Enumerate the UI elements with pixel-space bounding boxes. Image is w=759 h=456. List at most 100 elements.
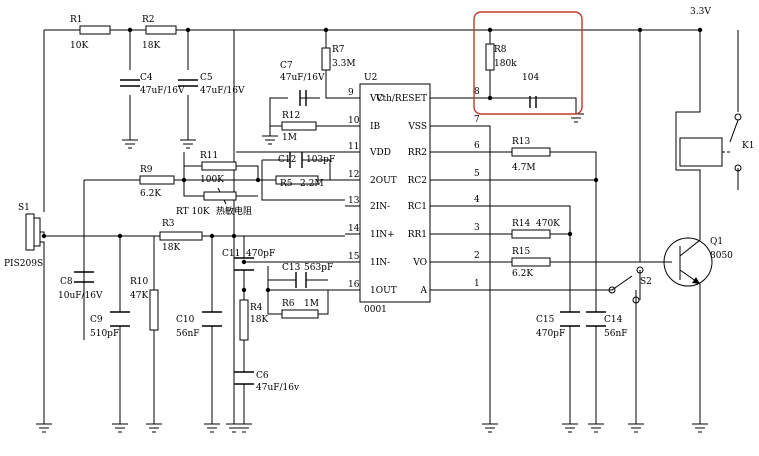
ic-pin-number-right: 6 [474, 141, 480, 151]
q1-ref: Q1 [710, 237, 723, 247]
k1-ref: K1 [742, 141, 754, 151]
ground-symbol [588, 420, 604, 433]
ic-pin-name-right: RC2 [408, 176, 427, 186]
r6-val: 1M [304, 299, 319, 309]
ic-pin-name-right: Vth/RESET [375, 94, 427, 104]
ground-symbol [36, 420, 52, 433]
resistor-r8 [485, 43, 495, 71]
r2-ref: R2 [142, 15, 155, 25]
ic-pin-name-left: 1OUT [370, 286, 397, 296]
r13-ref: R13 [512, 137, 531, 147]
c14-ref: C14 [604, 315, 623, 325]
r10-val: 47K [130, 291, 148, 301]
r4-ref: R4 [250, 303, 263, 313]
r3-val: 18K [162, 243, 180, 253]
s1-part: PIS209S [4, 259, 43, 269]
ic-pin-number-right: 8 [474, 87, 480, 97]
ground-symbol [180, 136, 196, 149]
ic-pin-name-left: 2OUT [370, 176, 397, 186]
pir-sensor [25, 213, 45, 420]
s2-ref: S2 [640, 277, 652, 287]
c14-val: 56nF [604, 329, 628, 339]
r9-val: 6.2K [140, 189, 161, 199]
ic-pin-name-left: IB [370, 122, 381, 132]
ic-pin-number-right: 3 [474, 223, 480, 233]
wires [43, 29, 739, 420]
c12-val: 103pF [306, 155, 335, 165]
ground-symbol [146, 420, 162, 433]
ic-pin-name-right: RR1 [408, 230, 427, 240]
ic-pin-number-left: 16 [348, 280, 360, 290]
r2-val: 18K [142, 41, 160, 51]
ground-symbol [568, 110, 584, 123]
r12-val: 1M [282, 133, 297, 143]
c4-val: 47uF/16V [140, 86, 185, 96]
r7-ref: R7 [332, 45, 345, 55]
c5-val: 47uF/16V [200, 86, 245, 96]
junctions [41, 27, 703, 293]
ic-u2-body [359, 83, 431, 303]
ic-pin-number-right: 1 [474, 279, 480, 289]
c13-ref: C13 [282, 263, 301, 273]
ic-pin-number-left: 14 [348, 224, 360, 234]
labels: 3.3V R1 10K R2 18K C4 47uF/16V C5 47uF/1… [4, 7, 754, 393]
r11-ref: R11 [200, 151, 218, 161]
c4-ref: C4 [140, 73, 153, 83]
r15-val: 6.2K [512, 269, 533, 279]
ic-pin-number-left: 13 [348, 196, 360, 206]
ground-symbol [628, 420, 644, 433]
ground-symbol [122, 136, 138, 149]
ground-symbol [236, 420, 252, 433]
ic-pin-number-right: 7 [474, 115, 480, 125]
c7-val: 47uF/16V [280, 73, 325, 83]
r7-val: 3.3M [332, 59, 356, 69]
resistor-bodies [79, 25, 551, 341]
highlight-box [473, 11, 583, 115]
ground-symbol [204, 420, 220, 433]
ic-pin-name-right: RR2 [408, 148, 427, 158]
c11-val: 470pF [246, 249, 275, 259]
c12-ref: C12 [278, 155, 296, 165]
ic-pin-name-left: 1IN+ [370, 230, 395, 240]
r12-ref: R12 [282, 111, 300, 121]
switch-s2 [608, 266, 644, 304]
ic-pin-number-right: 2 [474, 251, 480, 261]
ic-pin-name-left: VDD [369, 148, 391, 158]
c10-val: 56nF [176, 329, 200, 339]
c6-val: 47uF/16v [256, 383, 300, 393]
r11-val: 100K [200, 175, 224, 185]
resistor-r4 [239, 299, 249, 341]
ic-pin-number-right: 5 [474, 169, 480, 179]
r8-val: 180k [494, 59, 517, 69]
grounds [36, 110, 708, 433]
ic-pin-number-left: 15 [348, 252, 360, 262]
rt-note: 热敏电阻 [216, 205, 252, 217]
ic-ref: U2 [364, 73, 377, 83]
ic-pin-name-right: VO [412, 258, 427, 268]
r1-val: 10K [70, 41, 88, 51]
ground-symbol [226, 420, 242, 433]
resistor-r12 [281, 121, 317, 131]
resistor-r14 [511, 229, 551, 239]
resistor-r7 [321, 47, 331, 71]
capacitor-plates [74, 79, 606, 385]
s1-ref: S1 [18, 203, 30, 213]
c9-val: 510pF [90, 329, 119, 339]
ic-part: 0001 [364, 305, 387, 315]
c8-val: 10uF/16V [58, 291, 103, 301]
ic-pin-number-left: 9 [348, 88, 354, 98]
c6-ref: C6 [256, 371, 269, 381]
ic-pin-name-left: VC [369, 94, 383, 104]
r14-val: 470K [536, 219, 560, 229]
ground-symbol [262, 132, 278, 145]
r14-ref: R14 [512, 219, 531, 229]
r10-ref: R10 [130, 277, 149, 287]
cap104-val: 104 [522, 73, 539, 83]
ic-pin-name-right: RC1 [408, 202, 427, 212]
ic-pin-name-left: 1IN- [370, 258, 390, 268]
r6-ref: R6 [282, 299, 295, 309]
c11-ref: C11 [222, 249, 240, 259]
c15-val: 470pF [536, 329, 565, 339]
ic-pin-number-left: 12 [348, 170, 359, 180]
